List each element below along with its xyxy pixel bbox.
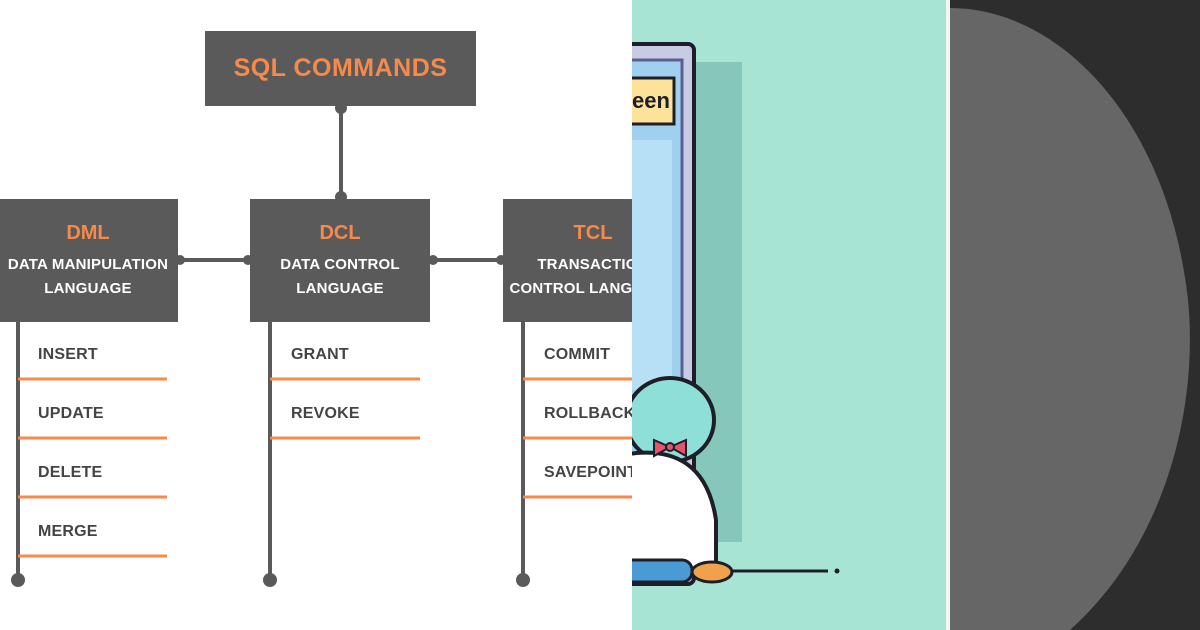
tcl-item-rollback: ROLLBACK [544, 405, 632, 422]
dml-item-update: UPDATE [38, 405, 104, 422]
sql-commands-diagram: SQL COMMANDS DML DATA MANIPULATION LANGU… [0, 31, 632, 587]
tcl-abbr: TCL [573, 222, 613, 244]
tcl-name: TRANSACTION CONTROL LANGUAGE [509, 256, 632, 297]
tcl-item-commit: COMMIT [544, 346, 611, 363]
ground-dot [834, 568, 840, 574]
bow-tie-knot [665, 442, 675, 452]
dml-box: DML DATA MANIPULATION LANGUAGE [0, 199, 178, 322]
diagram-title-box: SQL COMMANDS [205, 31, 476, 106]
dark-panel [950, 0, 1200, 630]
cartoon-scene [632, 42, 840, 586]
dml-abbr: DML [66, 222, 110, 244]
dcl-abbr: DCL [319, 222, 361, 244]
dml-name: DATA MANIPULATION LANGUAGE [7, 256, 169, 297]
dml-item-merge: MERGE [38, 523, 98, 540]
character-feet [632, 558, 694, 584]
bow-tie-icon [653, 438, 687, 458]
dcl-item-grant: GRANT [291, 346, 349, 363]
dcl-name: DATA CONTROL LANGUAGE [280, 256, 400, 297]
character-body [632, 450, 718, 577]
screen-shadow [692, 62, 742, 542]
gray-arc [950, 8, 1190, 630]
dcl-box: DCL DATA CONTROL LANGUAGE [250, 199, 430, 322]
panel-divider [946, 0, 953, 630]
character-shoe [690, 560, 734, 584]
sign-board [632, 76, 676, 126]
cartoon-illustration: een [632, 0, 950, 630]
tcl-item-savepoint: SAVEPOINT [544, 464, 632, 481]
sign-text: een [632, 88, 670, 113]
dml-item-delete: DELETE [38, 464, 103, 481]
diagram-title: SQL COMMANDS [233, 54, 448, 82]
dml-item-insert: INSERT [38, 346, 98, 363]
screen-panel [632, 140, 672, 390]
tcl-box: TCL TRANSACTION CONTROL LANGUAGE [503, 199, 632, 322]
dcl-item-revoke: REVOKE [291, 405, 360, 422]
